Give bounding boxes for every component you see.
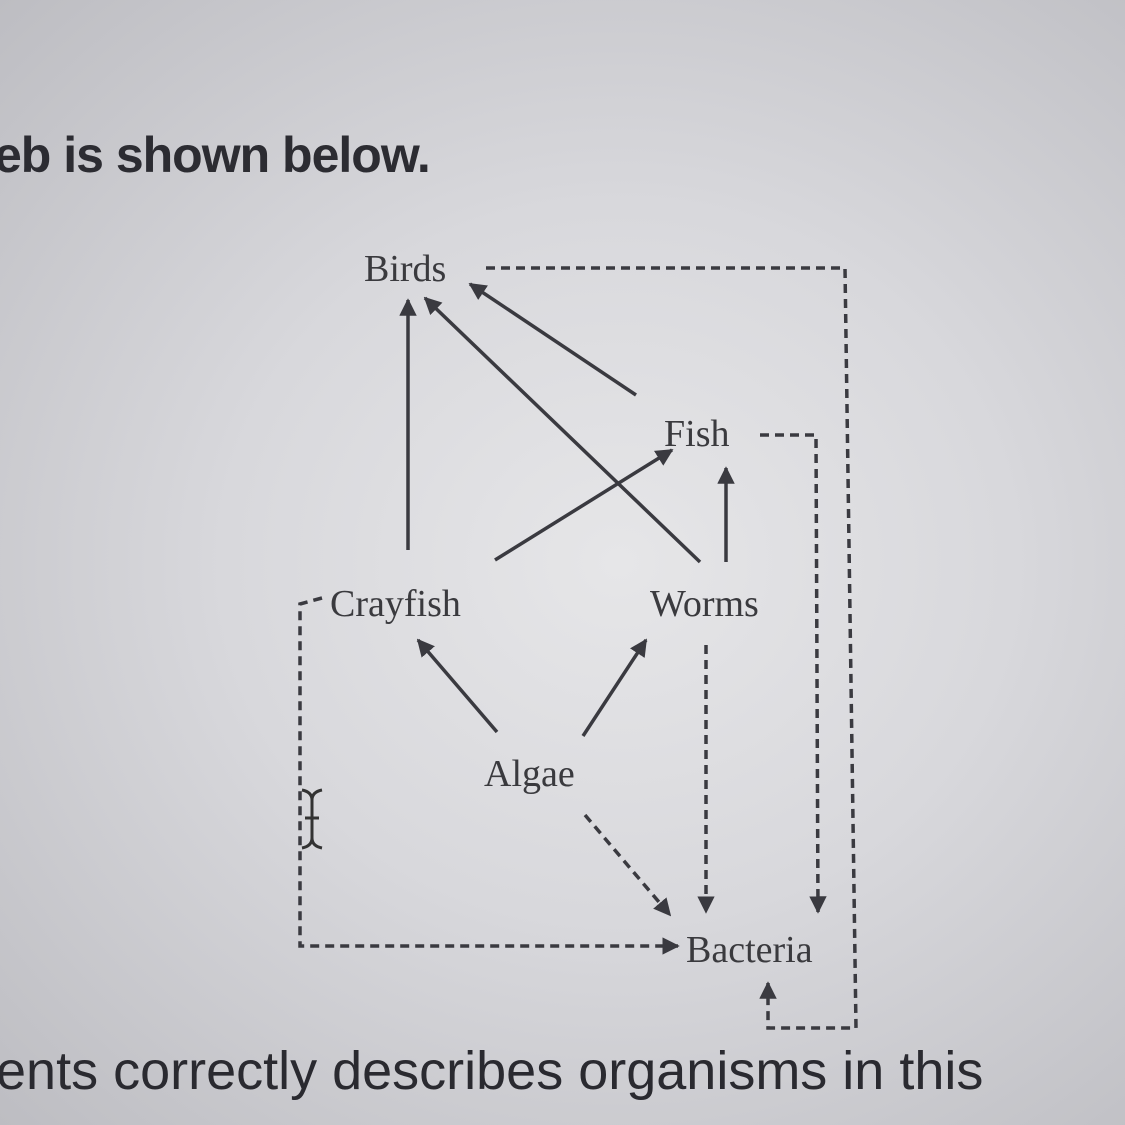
arrow-algae-crayfish xyxy=(416,638,499,734)
label-crayfish: Crayfish xyxy=(330,583,461,625)
arrow-birds-bacteria xyxy=(486,266,858,1030)
question-text: ents correctly describes organisms in th… xyxy=(0,1041,984,1101)
arrow-worms-birds xyxy=(423,296,702,564)
arrow-algae-worms xyxy=(581,638,648,737)
arrow-fish-bacteria xyxy=(760,433,827,914)
label-birds: Birds xyxy=(364,248,446,290)
label-algae: Algae xyxy=(484,753,575,795)
label-bacteria: Bacteria xyxy=(686,929,813,971)
text-cursor-icon xyxy=(301,788,323,850)
arrow-crayfish-fish xyxy=(494,448,674,562)
intro-text: eb is shown below. xyxy=(0,127,431,183)
label-fish: Fish xyxy=(664,413,729,455)
label-worms: Worms xyxy=(650,583,759,625)
arrow-algae-bacteria xyxy=(583,813,672,917)
arrow-fish-birds xyxy=(468,282,637,397)
